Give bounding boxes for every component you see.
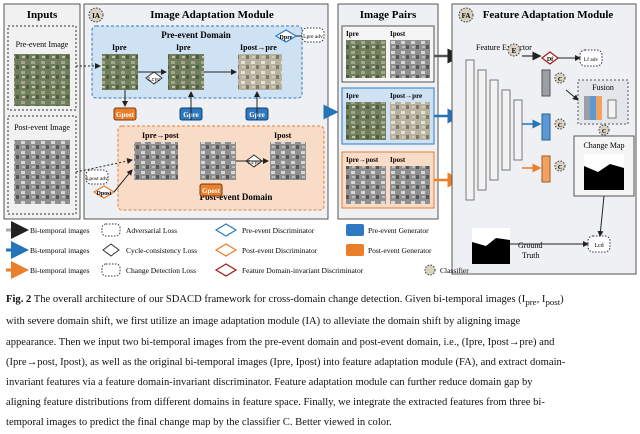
caption-line-5: invariant features via a feature domain-… [6, 376, 533, 388]
svg-text:Df: Df [547, 57, 554, 63]
legend-bi3: Bi-temporal images [30, 266, 89, 275]
feature-stack-blue [541, 113, 551, 141]
svg-text:Lcyc: Lcyc [248, 160, 260, 166]
svg-text:Lpost adv: Lpost adv [86, 176, 108, 182]
feature-adaptation-module: FA Feature Adaptation Module Feature Ext… [451, 3, 637, 275]
svg-text:Dpost: Dpost [96, 191, 111, 197]
legend-gpost: Post-event Generator [368, 246, 432, 255]
svg-text:Lcd: Lcd [594, 243, 603, 249]
pre-event-image-label: Pre-event Image [16, 40, 69, 49]
d-f-discriminator: Df [541, 51, 559, 65]
svg-text:Dpre: Dpre [280, 35, 293, 41]
inputs-panel: Inputs Pre-event Image Post-event Image [3, 3, 81, 220]
legend: Bi-temporal images Bi-temporal images Bi… [6, 221, 469, 279]
l-adv-f: Lf adv [579, 49, 603, 67]
svg-text:C: C [602, 129, 606, 135]
svg-text:E: E [512, 47, 517, 55]
svg-text:Lf adv: Lf adv [584, 56, 599, 63]
classifier-c-3: C [554, 160, 566, 172]
post-event-image [14, 140, 70, 204]
svg-text:Lpre adv: Lpre adv [303, 34, 323, 40]
ia-title: Image Adaptation Module [150, 9, 274, 21]
ground-truth-label-2: Truth [522, 251, 540, 260]
svg-text:Ipost: Ipost [390, 30, 406, 38]
svg-text:Ipost: Ipost [390, 156, 406, 164]
legend-cyc: Cycle-consistency Loss [126, 246, 197, 255]
legend-cd: Change Detection Loss [126, 266, 196, 275]
inputs-title: Inputs [27, 9, 58, 21]
image-pairs-panel: Image Pairs Ipre Ipost Ipre Ipost→pre Ip… [337, 3, 439, 220]
fa-title: Feature Adaptation Module [483, 9, 614, 21]
ia-image-ipost-mid [200, 142, 236, 180]
l-cd: Lcd [587, 235, 611, 253]
svg-text:Lcyc: Lcyc [148, 77, 160, 83]
legend-dpost: Post-event Discriminator [242, 246, 318, 255]
g-post-generator-left: Gpost [113, 107, 137, 121]
fa-badge: FA [458, 7, 474, 23]
ia-image-ipost-right [270, 142, 306, 180]
ia-image-ipre-top [102, 54, 138, 90]
legend-classifier: Classifier [440, 266, 469, 275]
g-post-generator-bottom: Gpost [199, 183, 223, 197]
legend-dpre: Pre-event Discriminator [242, 226, 315, 235]
svg-text:C: C [558, 123, 562, 129]
legend-df: Feature Domain-invariant Discriminator [242, 266, 364, 275]
caption-line-4: (Ipre→post, Ipost), as well as the origi… [6, 356, 566, 368]
post-event-image-label: Post-event Image [14, 123, 70, 132]
svg-text:Ipre→post: Ipre→post [346, 156, 379, 164]
d-post-discriminator: Dpost [92, 185, 116, 199]
ground-truth-label-1: Ground [518, 241, 542, 250]
change-map-label: Change Map [583, 141, 624, 150]
feature-extractor-label: Feature Extractor [476, 43, 532, 52]
ia-label-ipre-top: Ipre [112, 43, 127, 52]
svg-text:Gpost: Gpost [116, 111, 135, 119]
caption-line-7: temporal images to predict the final cha… [6, 417, 392, 429]
feature-extractor-network [465, 59, 523, 201]
pre-event-domain-label: Pre-event Domain [161, 30, 231, 40]
ia-label-ipost-pre: Ipost→pre [240, 43, 277, 52]
pre-event-image [14, 54, 70, 106]
e-badge: E [507, 43, 521, 57]
svg-text:Ipre: Ipre [346, 30, 359, 38]
legend-gpre: Pre-event Generator [368, 226, 429, 235]
l-adv-post: Lpost adv [85, 169, 109, 185]
feature-stack-orange [541, 155, 551, 183]
caption-line-1: Fig. 2 The overall architecture of our S… [6, 294, 564, 308]
legend-adv: Adversarial Loss [126, 226, 177, 235]
architecture-diagram: Inputs Pre-event Image Post-event Image … [3, 3, 637, 279]
svg-text:Gpost: Gpost [202, 187, 221, 195]
ia-image-ipre-mid [168, 54, 204, 90]
ia-label-ipre-mid: Ipre [176, 43, 191, 52]
pre-event-image-box [7, 25, 77, 111]
ia-image-ipre-post [134, 142, 178, 180]
svg-text:C: C [558, 77, 562, 83]
d-pre-discriminator: Dpre [274, 29, 298, 43]
fusion-label: Fusion [592, 83, 614, 92]
ia-label-ipost-right: Ipost [274, 131, 292, 140]
legend-bi1: Bi-temporal images [30, 226, 89, 235]
classifier-c-fusion: C [598, 124, 610, 136]
svg-text:Ipre: Ipre [346, 92, 359, 100]
feature-stack-gray [541, 69, 551, 97]
post-event-image-box [7, 115, 77, 215]
ia-lcyc-top: Lcyc [145, 71, 163, 85]
svg-text:IA: IA [92, 12, 100, 20]
image-adaptation-module: IA Image Adaptation Module Pre-event Dom… [83, 3, 329, 220]
post-event-domain-label: Post-event Domain [200, 192, 273, 202]
caption-line-2: with severe domain shift, we first utili… [6, 316, 521, 328]
legend-bi2: Bi-temporal images [30, 246, 89, 255]
caption-line-3: appearance. Then we input two bi-tempora… [6, 336, 555, 348]
svg-text:C: C [558, 165, 562, 171]
classifier-c-1: C [554, 72, 566, 84]
l-adv-pre: Lpre adv [301, 27, 325, 43]
ia-badge: IA [88, 7, 104, 23]
caption-line-6: aligning feature distributions from diff… [6, 397, 545, 409]
svg-text:FA: FA [462, 12, 471, 20]
classifier-c-2: C [554, 118, 566, 130]
ia-label-ipre-post: Ipre→post [142, 131, 179, 140]
figure-caption: Fig. 2 The overall architecture of our S… [6, 290, 634, 434]
ia-image-ipost-pre [238, 54, 282, 90]
image-pairs-title: Image Pairs [360, 9, 417, 21]
svg-text:Ipost→pre: Ipost→pre [390, 92, 422, 100]
